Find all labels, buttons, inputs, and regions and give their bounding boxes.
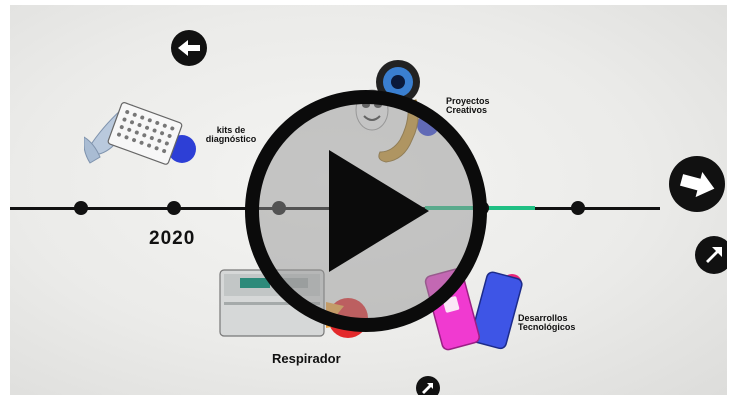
arrow-up-right-button-small[interactable] (416, 376, 440, 399)
desarrollos-label: Desarrollos Tecnológicos (518, 313, 576, 333)
timeline-dot[interactable] (167, 201, 181, 215)
proyectos-label: Proyectos Creativos (446, 96, 490, 116)
kits-label: kits de diagnóstico (205, 125, 257, 145)
gloves-microplate-icon (84, 102, 196, 165)
arrow-left-icon (178, 40, 200, 56)
year-label: 2020 (149, 228, 196, 249)
respirador-label: Respirador (272, 351, 341, 366)
arrow-up-right-button[interactable] (695, 236, 733, 274)
back-button[interactable] (171, 30, 207, 66)
timeline-dot[interactable] (74, 201, 88, 215)
play-icon[interactable] (245, 90, 487, 332)
arrow-up-right-icon (706, 247, 722, 263)
timeline-dot[interactable] (571, 201, 585, 215)
arrow-right-icon (679, 171, 715, 198)
smartphones-icon (424, 268, 523, 351)
arrow-up-right-icon (422, 383, 433, 394)
next-button[interactable] (669, 156, 725, 212)
